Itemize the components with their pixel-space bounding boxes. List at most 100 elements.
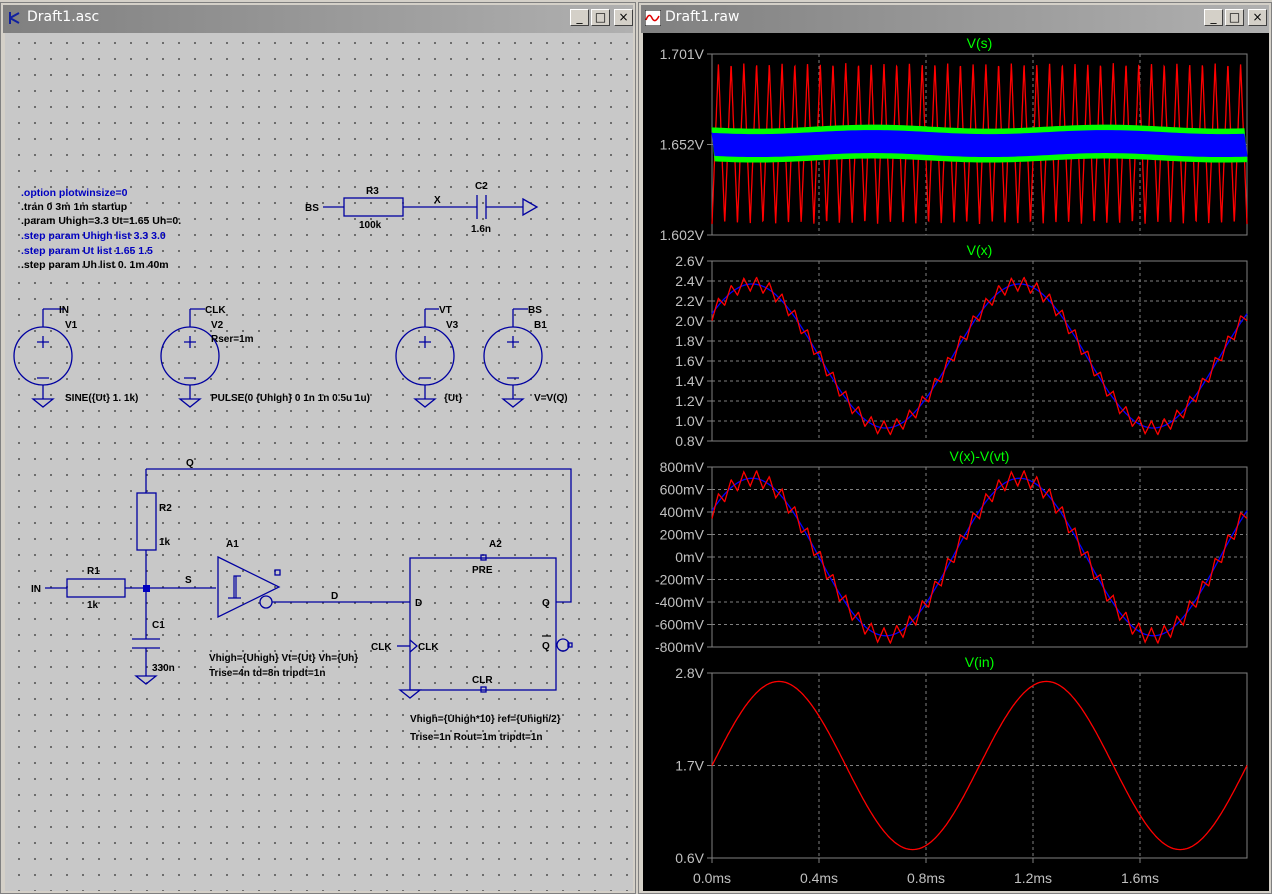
y-tick-label: 0.6V bbox=[675, 850, 704, 866]
waveform-plots[interactable]: 1.701V1.652V1.602VV(s)2.6V2.4V2.2V2.0V1.… bbox=[643, 33, 1269, 891]
waveform-titlebar[interactable]: Draft1.raw _ □ × bbox=[641, 5, 1269, 33]
schematic-drawing: .option plotwinsize=0 .tran 0 3m 1m star… bbox=[13, 181, 573, 743]
spice-directive[interactable]: .option plotwinsize=0 bbox=[21, 187, 128, 199]
plot-pane-frame bbox=[711, 260, 1248, 442]
waveform-trace bbox=[711, 680, 1248, 851]
component-params: Vhigh={Uhigh} Vt={Ut} Vh={Uh} bbox=[209, 653, 358, 664]
y-tick-label: 400mV bbox=[660, 504, 705, 520]
component-value: SINE({Ut} 1. 1k) bbox=[65, 393, 138, 404]
component-name: B1 bbox=[534, 320, 547, 331]
y-tick-label: 1.652V bbox=[660, 137, 705, 153]
y-tick-label: 2.4V bbox=[675, 273, 704, 289]
component-value: 1k bbox=[87, 600, 99, 611]
component-value: 1k bbox=[159, 537, 171, 548]
ground-symbol bbox=[134, 675, 158, 685]
voltage-source-v3[interactable] bbox=[395, 326, 455, 386]
net-label: S bbox=[185, 575, 192, 586]
y-tick-label: 2.6V bbox=[675, 253, 704, 269]
waveform-icon bbox=[645, 10, 661, 26]
ground-symbol bbox=[413, 398, 437, 408]
y-tick-label: 600mV bbox=[660, 482, 705, 498]
component-name: R1 bbox=[87, 566, 100, 577]
y-tick-label: 2.0V bbox=[675, 313, 704, 329]
component-name: A1 bbox=[226, 539, 239, 550]
spice-directive[interactable]: .step param Ut list 1.65 1.5 bbox=[21, 245, 153, 257]
y-tick-label: 1.8V bbox=[675, 333, 704, 349]
component-value: PULSE(0 {Uhigh} 0 1n 1n 0.5u 1u) bbox=[211, 393, 370, 404]
y-tick-label: 200mV bbox=[660, 527, 705, 543]
waveform-trace bbox=[711, 130, 1248, 158]
plot-title: V(s) bbox=[967, 35, 993, 51]
y-tick-label: -600mV bbox=[655, 617, 705, 633]
spice-directive[interactable]: .tran 0 3m 1m startup bbox=[21, 201, 127, 213]
pin-label: Q bbox=[542, 641, 550, 652]
resistor-r1[interactable] bbox=[66, 578, 126, 598]
close-button[interactable]: × bbox=[1248, 9, 1267, 26]
plot-title: V(in) bbox=[965, 654, 995, 670]
component-name: V3 bbox=[446, 320, 459, 331]
y-tick-label: -400mV bbox=[655, 594, 705, 610]
pin-label: CLR bbox=[472, 675, 493, 686]
ground-symbol bbox=[178, 398, 202, 408]
minimize-button[interactable]: _ bbox=[570, 9, 589, 26]
net-label: IN bbox=[31, 584, 41, 595]
component-params: Vhigh={Uhigh*10} ref={Uhigh/2} bbox=[410, 714, 561, 725]
pin-label: CLK bbox=[418, 642, 439, 653]
component-value: 100k bbox=[359, 220, 382, 231]
schematic-window[interactable]: Draft1.asc _ □ × .option plotwinsize=0 .… bbox=[0, 2, 636, 894]
y-tick-label: -800mV bbox=[655, 639, 705, 655]
waveform-trace bbox=[711, 469, 1248, 645]
pin-label: PRE bbox=[472, 565, 493, 576]
schematic-window-title: Draft1.asc bbox=[27, 9, 100, 25]
spice-directive[interactable]: .step param Uhigh list 3.3 3.0 bbox=[21, 230, 166, 242]
maximize-button[interactable]: □ bbox=[591, 9, 610, 26]
component-name: V1 bbox=[65, 320, 78, 331]
ground-symbol bbox=[31, 398, 55, 408]
y-tick-label: 800mV bbox=[660, 459, 705, 475]
component-value: V=V(Q) bbox=[534, 393, 568, 404]
component-value: 1.6n bbox=[471, 224, 491, 235]
dff-a2[interactable] bbox=[409, 557, 557, 691]
component-value: {Ut} bbox=[444, 393, 462, 404]
minimize-button[interactable]: _ bbox=[1204, 9, 1223, 26]
y-tick-label: 0.8V bbox=[675, 433, 704, 449]
y-tick-label: 1.2V bbox=[675, 393, 704, 409]
component-name: R3 bbox=[366, 186, 379, 197]
ground-symbol bbox=[398, 689, 422, 699]
x-tick-label: 0.0ms bbox=[693, 870, 731, 886]
schematic-titlebar[interactable]: Draft1.asc _ □ × bbox=[3, 5, 633, 33]
component-name: A2 bbox=[489, 539, 502, 550]
capacitor-c1[interactable] bbox=[132, 588, 160, 676]
ltspice-schematic-icon bbox=[9, 12, 20, 24]
y-tick-label: 1.0V bbox=[675, 413, 704, 429]
voltage-source-v2[interactable] bbox=[160, 326, 220, 386]
component-name: R2 bbox=[159, 503, 172, 514]
y-tick-label: 1.6V bbox=[675, 353, 704, 369]
close-button[interactable]: × bbox=[614, 9, 633, 26]
y-tick-label: 1.4V bbox=[675, 373, 704, 389]
behavioral-source-b1[interactable] bbox=[483, 326, 543, 386]
capacitor-c2[interactable] bbox=[476, 195, 487, 219]
component-value: 330n bbox=[152, 663, 175, 674]
component-value: Rser=1m bbox=[211, 334, 254, 345]
waveform-window-title: Draft1.raw bbox=[665, 9, 740, 25]
component-params: Trise=4n td=8n tripdt=1n bbox=[209, 668, 325, 679]
resistor-r3[interactable] bbox=[343, 197, 404, 217]
net-label: BS bbox=[528, 305, 542, 316]
resistor-r2[interactable] bbox=[136, 492, 157, 551]
net-label: D bbox=[331, 591, 338, 602]
net-label: CLK bbox=[371, 642, 392, 653]
schmitt-comparator-a1[interactable] bbox=[217, 555, 281, 619]
schematic-canvas[interactable]: .option plotwinsize=0 .tran 0 3m 1m star… bbox=[5, 33, 633, 891]
spice-directive[interactable]: .step param Uh list 0. 1m 40m bbox=[21, 259, 169, 271]
spice-directive[interactable]: .param Uhigh=3.3 Ut=1.65 Uh=0. bbox=[21, 215, 181, 227]
y-tick-label: 2.8V bbox=[675, 665, 704, 681]
voltage-source-v1[interactable] bbox=[13, 326, 73, 386]
x-tick-label: 0.4ms bbox=[800, 870, 838, 886]
maximize-button[interactable]: □ bbox=[1225, 9, 1244, 26]
waveform-trace bbox=[711, 477, 1248, 637]
component-params: Trise=1n Rout=1m tripdt=1n bbox=[410, 732, 543, 743]
y-tick-label: 0mV bbox=[675, 549, 704, 565]
